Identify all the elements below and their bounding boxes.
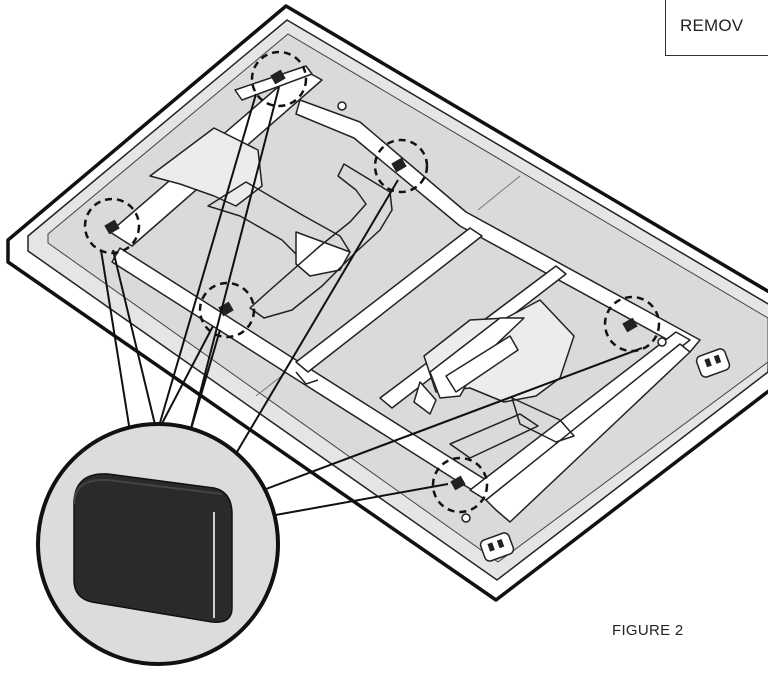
pad-marker bbox=[250, 50, 308, 108]
outlet-right bbox=[695, 348, 731, 378]
leader-lines bbox=[100, 86, 643, 517]
pad-markers bbox=[83, 50, 661, 514]
pad-marker bbox=[83, 197, 141, 255]
pad-marker bbox=[431, 456, 489, 514]
outlet-bottom bbox=[479, 532, 515, 562]
figure-caption: FIGURE 2 bbox=[612, 622, 684, 639]
label-box: REMOV bbox=[665, 0, 768, 56]
rubber-pad-icon bbox=[73, 473, 233, 623]
detail-view bbox=[36, 422, 280, 666]
pad-marker bbox=[198, 281, 256, 339]
header-label: REMOV bbox=[680, 16, 744, 35]
pad-marker bbox=[373, 138, 429, 194]
